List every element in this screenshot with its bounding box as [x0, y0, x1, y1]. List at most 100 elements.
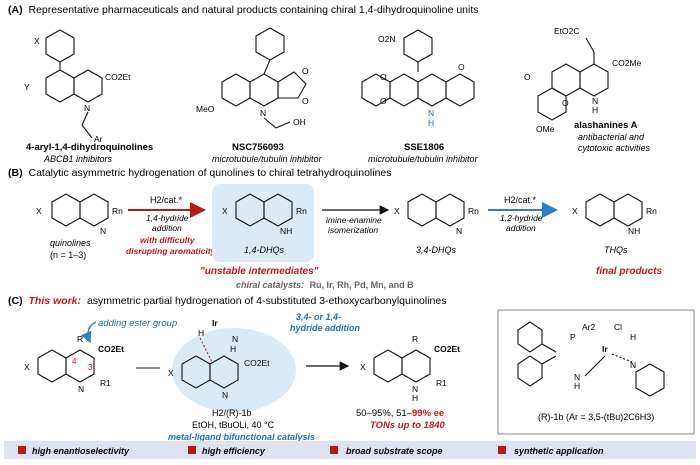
ts-n: N	[222, 390, 228, 400]
product-x: X	[360, 362, 366, 372]
atom-n-nsc: N	[260, 108, 266, 118]
atom-n-sse: N	[428, 108, 434, 118]
arrow-hydrogenation-1: H2/cat.* 1,4-hydride addition with diffi…	[126, 195, 217, 256]
bullet-icon-4	[498, 446, 506, 454]
product-structure: X R CO2Et N H R1 50–95%, 51–99% ee TONs …	[356, 334, 460, 431]
footer-item-1: high enantioselectivity	[32, 446, 130, 456]
atom-o-ring: O	[302, 96, 309, 106]
quinoline-structure: X N Rn quinolines (n = 1–3)	[36, 193, 123, 260]
arrow1-h2cat: H2/cat.*	[150, 195, 183, 205]
atom-o-ketone: O	[458, 62, 465, 72]
substrate-structure: adding ester group X R CO2Et 4 3 N R1	[24, 318, 177, 394]
arrow-isomerization: imine-enamine isomerization	[322, 205, 390, 235]
atom-x: X	[34, 36, 40, 46]
transition-state: Ir H N H X CO2Et N H2/(R)-1b EtOH, tBuOL…	[168, 318, 315, 442]
atom-o-quinone-2: O	[562, 98, 569, 108]
arrow1-mid2: addition	[152, 223, 182, 233]
quinoline-n: N	[100, 226, 106, 236]
substrate-co2et: CO2Et	[98, 344, 124, 354]
atom-o-dioxane-1: O	[380, 72, 387, 82]
arrow1-difficulty: with difficulty	[140, 235, 196, 245]
dhq14-rn: Rn	[296, 206, 307, 216]
chiral-catalysts-prefix: chiral catalysts:	[236, 280, 304, 290]
svg-text:(C) This work: asy: (C) This work: asymmetric partial hydrog…	[8, 295, 446, 307]
section-c-title: asymmetric partial hydrogenation of 4-su…	[87, 295, 447, 307]
bullet-icon-2	[188, 446, 196, 454]
compound-aryl-dhq-activity: ABCB1 inhibitors	[43, 154, 113, 164]
section-b: (B) Catalytic asymmetric hydrogenation o…	[8, 167, 663, 290]
atom-eto2c: EtO2C	[554, 26, 580, 36]
footer-item-4: synthetic application	[514, 446, 604, 456]
dhq14-nh: NH	[280, 226, 292, 236]
chiral-catalysts-list: Ru, Ir, Rh, Pd, Mn, and B	[310, 280, 415, 290]
footer-item-3: broad substrate scope	[346, 446, 443, 456]
substrate-r1: R1	[100, 378, 111, 388]
ts-x: X	[168, 368, 174, 378]
iso-line2: isomerization	[328, 225, 378, 235]
substrate-pos4: 4	[72, 357, 77, 366]
hydride-line2: hydride addition	[290, 323, 361, 333]
compound-sse-activity: microtubule/tubulin inhibitor	[368, 154, 479, 164]
cat-ar2: Ar2	[582, 322, 596, 332]
conditions-1: H2/(R)-1b	[212, 408, 252, 418]
svg-text:(B) Catalytic asymmetric: (B) Catalytic asymmetric hydrogenation o…	[8, 167, 392, 179]
svg-text:(A) Representative pharm: (A) Representative pharmaceuticals and n…	[8, 4, 479, 16]
svg-text:50–95%, 51–99% ee: 50–95%, 51–99% ee	[356, 408, 444, 419]
quinoline-x: X	[36, 206, 42, 216]
section-a-title: Representative pharmaceuticals and natur…	[29, 4, 479, 16]
cat-nh-n: N	[574, 372, 580, 382]
section-c: (C) This work: asymmetric partial hydrog…	[8, 295, 695, 442]
atom-h-sse: H	[428, 118, 434, 128]
compound-alash-activity-2: cytotoxic activities	[578, 143, 651, 153]
ts-h1: H	[198, 328, 204, 338]
product-r1: R1	[436, 378, 447, 388]
dhq34-structure: X N Rn 3,4-DHQs	[394, 193, 479, 255]
section-b-title: Catalytic asymmetric hydrogenation of qu…	[29, 167, 392, 179]
cat-h: H	[630, 332, 636, 342]
atom-n-alash: N	[592, 96, 598, 106]
ts-ir: Ir	[212, 318, 218, 328]
thq-structure: X NH Rn THQs	[572, 193, 657, 255]
final-products: final products	[596, 266, 663, 277]
bullet-icon-1	[18, 446, 26, 454]
dhq14-structure: X NH Rn 1,4-DHQs	[212, 184, 314, 262]
arrow1-disrupt: disrupting aromaticity	[126, 246, 217, 256]
cat-ir: Ir	[602, 344, 608, 354]
product-r: R	[412, 334, 418, 344]
substrate-n: N	[78, 384, 84, 394]
hydride-line1: 3,4- or 1,4-	[296, 312, 341, 322]
atom-ar: Ar	[94, 134, 103, 144]
section-a-letter: (A)	[8, 4, 23, 16]
cat-p: P	[570, 332, 576, 342]
atom-o-quinone-1: O	[524, 72, 531, 82]
substrate-pos3: 3	[88, 363, 93, 372]
atom-meo: MeO	[196, 104, 215, 114]
thq-nh: NH	[628, 226, 640, 236]
cat-cl: Cl	[614, 322, 622, 332]
footer-item-2: high efficiency	[202, 446, 266, 456]
dhq34-label: 3,4-DHQs	[416, 245, 457, 255]
compound-nsc756093: O O MeO N OH NSC756093 microtubule/tubul…	[196, 27, 323, 164]
compound-sse-name: SSE1806	[404, 142, 444, 153]
dhq14-label: 1,4-DHQs	[244, 245, 285, 255]
compound-alash-name: alashanines A	[574, 120, 638, 131]
atom-o-carbonyl: O	[302, 66, 309, 76]
compound-nsc-name: NSC756093	[232, 142, 284, 153]
atom-co2et: CO2Et	[105, 72, 131, 82]
thq-x: X	[572, 206, 578, 216]
atom-y: Y	[24, 82, 30, 92]
arrow2-mid2: addition	[506, 223, 536, 233]
catalyst-label: (R)-1b (Ar = 3,5-(tBu)2C6H3)	[538, 412, 654, 422]
atom-h-alash: H	[592, 105, 598, 115]
dhq34-rn: Rn	[468, 206, 479, 216]
ts-n-top: N	[232, 334, 238, 344]
atom-o2n: O2N	[378, 34, 395, 44]
product-co2et: CO2Et	[434, 344, 460, 354]
compound-sse1806: O2N O O O N H SSE1806 microtubule/tubuli…	[361, 29, 479, 164]
unstable-intermediates: "unstable intermediates"	[200, 266, 319, 277]
substrate-r: R	[77, 334, 83, 344]
cat-nh-h: H	[574, 381, 580, 391]
footer-bar: high enantioselectivity high efficiency …	[4, 441, 696, 459]
ts-co2et: CO2Et	[244, 358, 270, 368]
